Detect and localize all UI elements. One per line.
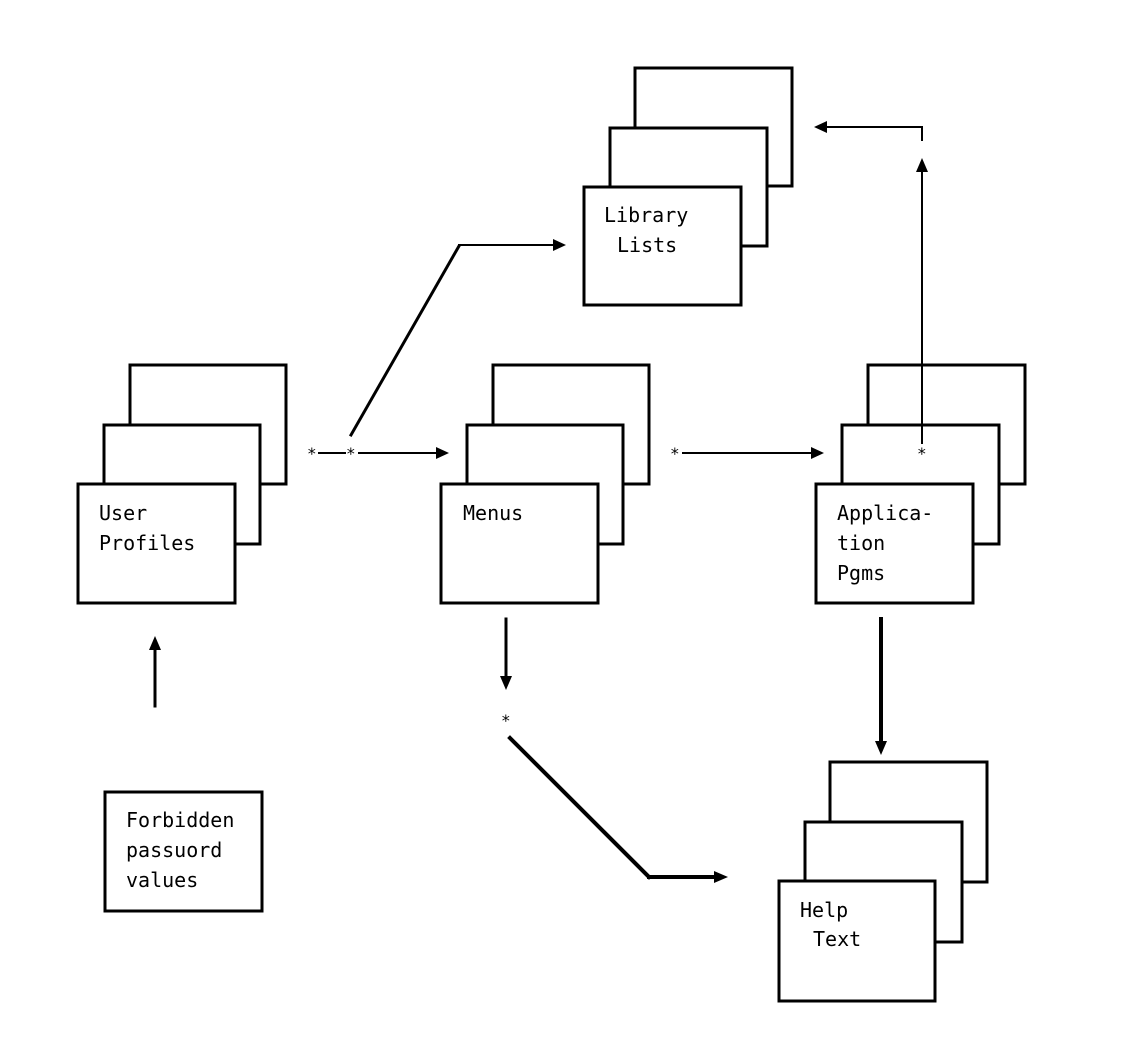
user-profiles-label-line-1: User [99,501,147,525]
arrowhead-up [916,158,928,172]
library-lists-label-line-2: Lists [617,233,677,257]
application-pgms-stack[interactable]: Applica- tion Pgms [814,363,1027,605]
arrowhead-right [553,239,566,251]
library-lists-label-line-1: Library [604,203,688,227]
user-profiles-front-sheet [76,482,237,605]
user-profiles-label-line-2: Profiles [99,531,195,555]
menus-label-line-1: Menus [463,501,523,525]
connector-application-pgms-to-help-text [875,617,887,755]
arrowhead-down [500,676,512,690]
connector-user-profiles-to-library-lists [348,239,566,438]
forbidden-password-values-sheet [103,790,264,913]
forbidden-password-values-box[interactable]: Forbidden passuord values [103,790,264,913]
connector-menus-to-application-pgms: * [670,444,824,463]
forbidden-password-values-label-line-2: passuord [126,838,222,862]
forbidden-password-values-label-line-3: values [126,868,198,892]
connector-menus-to-help-text: * [500,617,728,883]
help-text-front-sheet [777,879,937,1003]
library-lists-front-sheet [582,185,743,307]
menus-front-sheet [439,482,600,605]
help-text-label-line-1: Help [800,898,848,922]
application-pgms-label-line-3: Pgms [837,561,885,585]
arrowhead-right [714,871,728,883]
application-pgms-label-line-1: Applica- [837,501,933,525]
application-pgms-front-sheet [814,482,975,605]
menus-stack[interactable]: Menus [439,363,651,605]
asterisk-marker: * [307,444,317,463]
connector-user-profiles-to-menus: * * [307,444,449,463]
forbidden-password-values-label-line-1: Forbidden [126,808,234,832]
asterisk-marker: * [346,444,356,463]
connector-segment [348,243,462,438]
asterisk-marker: * [501,711,511,730]
connector-segment [507,735,652,880]
arrowhead-right [811,447,824,459]
asterisk-marker: * [917,444,927,463]
connector-application-pgms-to-library-lists: * [814,121,928,463]
help-text-stack[interactable]: Help Text [777,760,989,1003]
user-profiles-stack[interactable]: User Profiles [76,363,288,605]
asterisk-marker: * [670,444,680,463]
arrowhead-right [436,447,449,459]
connector-forbidden-values-to-user-profiles [149,636,161,708]
library-lists-stack[interactable]: Library Lists [582,66,794,307]
application-pgms-label-line-2: tion [837,531,885,555]
arrowhead-left [814,121,827,133]
arrowhead-down [875,741,887,755]
help-text-label-line-2: Text [813,927,861,951]
arrowhead-up [149,636,161,650]
